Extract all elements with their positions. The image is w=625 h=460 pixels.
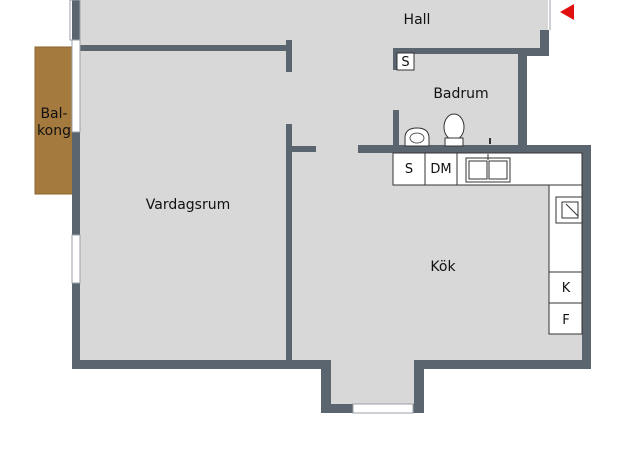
kitchen-sink-icon [465,154,511,183]
room-label-kok: Kök [430,259,456,275]
window-hall-top [69,0,81,41]
wall-bath-right [518,48,527,148]
wall-bath-top [393,48,526,54]
window-left-1 [71,39,81,133]
wall-bottom-left [72,360,330,369]
wall-bay-left [321,360,331,413]
f-cabinet [548,302,583,335]
dishwasher-label: DM [430,162,451,177]
window-bay [352,403,414,414]
room-label-hall: Hall [404,12,431,28]
dishwasher [424,152,458,186]
room-label-badrum: Badrum [433,86,488,102]
window-left-2 [71,234,81,284]
windows [69,0,414,414]
kitchen-s-cabinet [392,152,426,186]
wall-bath-left-low [393,110,399,148]
entrance-arrow-icon [560,4,574,20]
toilet-tank [444,137,464,147]
walls [72,0,591,413]
wall-bottom-right [414,360,591,369]
kitchen-fixtures: S DM K F [392,152,583,335]
floor-bay [330,360,414,405]
k-cabinet [548,271,583,304]
sink-basin [409,132,425,144]
stove-inner [561,201,579,219]
stove-icon [555,196,583,224]
k-label: K [562,281,571,296]
room-label-balkong-2: kong [37,123,71,139]
wall-hall-right-foot [524,48,549,56]
kitchen-sink-left [468,160,488,180]
kitchen-s-label: S [405,162,413,177]
shower-cabinet-label: S [401,55,409,70]
wall-hall-top-left [78,45,288,51]
wall-bay-bottom-left [321,404,353,413]
room-label-balkong-1: Bal- [40,106,67,122]
wall-bay-right [414,360,424,413]
wall-bay-bottom-right [413,404,424,413]
toilet-seat [443,113,465,141]
stove-diag [565,203,579,217]
wall-bath-bottom [358,145,590,153]
floor-hall-corridor [290,45,400,155]
kitchen-sink-right [488,160,508,180]
floor-vardagsrum [80,52,290,360]
wall-left-bottom [72,283,80,368]
wall-hall-stub [286,40,292,72]
wall-partition-stub [286,146,316,152]
wall-right-exterior [582,145,591,369]
bathroom-fixtures: S [396,52,491,147]
shower-cabinet [396,52,415,71]
room-label-vardagsrum: Vardagsrum [146,197,231,213]
wall-left-top [72,0,80,40]
room-labels: Hall Badrum Vardagsrum Kök Bal- kong [37,12,489,275]
sink-icon [404,127,430,147]
f-label: F [562,313,569,328]
wall-left-mid [72,132,80,235]
wall-bath-left [393,48,399,70]
toilet-icon [443,113,465,147]
wall-hall-right [540,30,549,56]
floor-hall [78,0,548,52]
wall-partition [286,124,292,362]
